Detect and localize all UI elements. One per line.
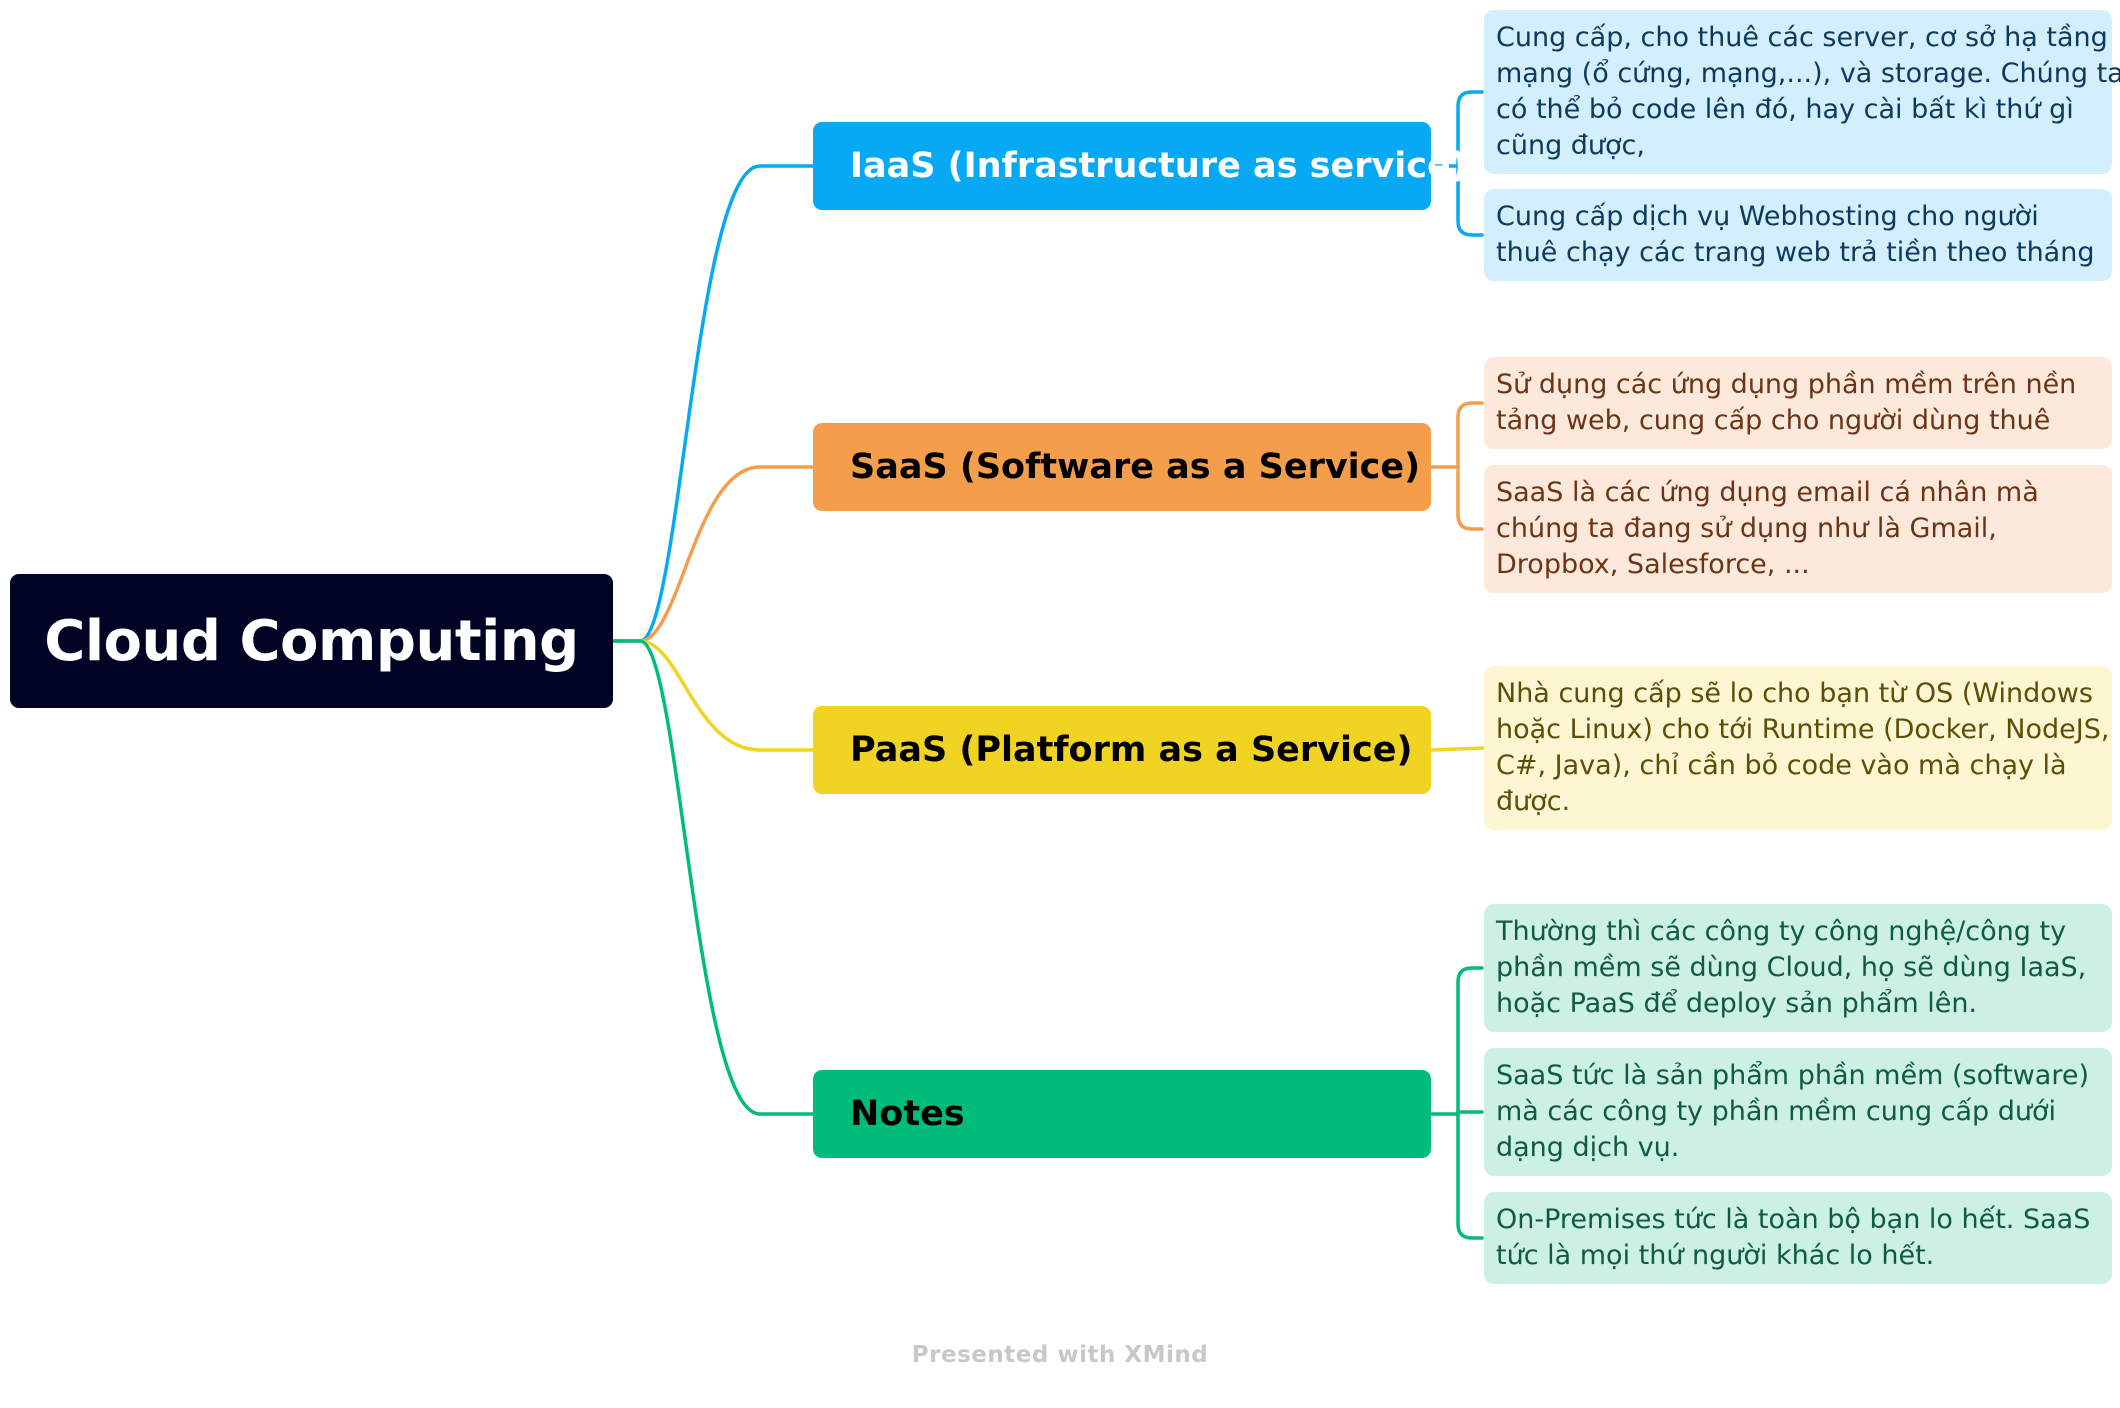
branch-line-iaas bbox=[611, 164, 815, 643]
subtopic-saas-2[interactable]: SaaS là các ứng dụng email cá nhân mà chú… bbox=[1484, 465, 2112, 593]
subtopic-saas-1[interactable]: Sử dụng các ứng dụng phần mềm trên nền tả… bbox=[1484, 357, 2112, 449]
subtopic-text-line: thuê chạy các trang web trả tiền theo th… bbox=[1496, 237, 2095, 268]
subtopic-text-line: C#, Java), chỉ cần bỏ code vào mà chạy l… bbox=[1496, 750, 2067, 781]
subtopic-text-line: phần mềm sẽ dùng Cloud, họ sẽ dùng IaaS, bbox=[1496, 952, 2087, 983]
subtopic-text-line: tảng web, cung cấp cho người dùng thuê bbox=[1496, 405, 2051, 436]
subtopic-text-line: On-Premises tức là toàn bộ bạn lo hết. S… bbox=[1496, 1204, 2091, 1235]
subtopic-text-line: hoặc Linux) cho tới Runtime (Docker, Nod… bbox=[1496, 714, 2110, 745]
subtopic-notes-2[interactable]: SaaS tức là sản phẩm phần mềm (software)… bbox=[1484, 1048, 2112, 1176]
subtopic-iaas-2[interactable]: Cung cấp dịch vụ Webhosting cho người thu… bbox=[1484, 189, 2112, 281]
subtopic-notes-1[interactable]: Thường thì các công ty công nghệ/công ty… bbox=[1484, 904, 2112, 1032]
subtopic-text-line: Sử dụng các ứng dụng phần mềm trên nền bbox=[1496, 369, 2077, 400]
subtopic-text-line: có thể bỏ code lên đó, hay cài bất kì th… bbox=[1496, 94, 2074, 125]
sub-line-paas bbox=[1429, 746, 1486, 752]
subtopic-text-line: SaaS tức là sản phẩm phần mềm (software) bbox=[1496, 1060, 2089, 1091]
subtopic-text-line: Cung cấp dịch vụ Webhosting cho người bbox=[1496, 201, 2039, 232]
root-topic-label: Cloud Computing bbox=[44, 608, 579, 674]
subtopic-text-line: mạng (ổ cứng, mạng,...), và storage. Chú… bbox=[1496, 58, 2120, 89]
subtopic-text-line: hoặc PaaS để deploy sản phẩm lên. bbox=[1496, 988, 1978, 1019]
topic-label: SaaS (Software as a Service) bbox=[850, 447, 1421, 487]
subtopic-text-line: Thường thì các công ty công nghệ/công ty bbox=[1496, 916, 2067, 947]
subtopic-text-line: SaaS là các ứng dụng email cá nhân mà bbox=[1496, 477, 2039, 508]
subtopic-paas-1[interactable]: Nhà cung cấp sẽ lo cho bạn từ OS (Window… bbox=[1484, 666, 2112, 830]
subtopic-text-line: Nhà cung cấp sẽ lo cho bạn từ OS (Window… bbox=[1496, 678, 2093, 709]
topic-label: IaaS (Infrastructure as service) bbox=[850, 146, 1467, 186]
subtopic-notes-3[interactable]: On-Premises tức là toàn bộ bạn lo hết. S… bbox=[1484, 1192, 2112, 1284]
branch-line-saas bbox=[611, 465, 815, 643]
sub-bracket-saas bbox=[1456, 401, 1484, 531]
branch-line-paas bbox=[611, 639, 815, 752]
subtopic-text-line: dạng dịch vụ. bbox=[1496, 1132, 1680, 1163]
subtopic-iaas-1[interactable]: Cung cấp, cho thuê các server, cơ sở hạ … bbox=[1484, 10, 2120, 174]
root-topic[interactable]: Cloud Computing bbox=[10, 574, 613, 708]
subtopic-text-line: chúng ta đang sử dụng như là Gmail, bbox=[1496, 513, 1997, 544]
subtopic-text-line: tức là mọi thứ người khác lo hết. bbox=[1496, 1240, 1935, 1271]
subtopic-text-line: được. bbox=[1496, 786, 1571, 817]
subtopic-text-line: Cung cấp, cho thuê các server, cơ sở hạ … bbox=[1496, 22, 2108, 53]
topic-label: PaaS (Platform as a Service) bbox=[850, 730, 1413, 770]
topic-saas[interactable]: SaaS (Software as a Service) bbox=[813, 423, 1431, 511]
subtopic-text-line: Dropbox, Salesforce, ... bbox=[1496, 549, 1810, 580]
footer-watermark: Presented with XMind bbox=[911, 1342, 1209, 1368]
sub-bracket-notes bbox=[1456, 966, 1484, 1240]
topic-notes[interactable]: Notes bbox=[813, 1070, 1431, 1158]
subtopic-text-line: mà các công ty phần mềm cung cấp dưới bbox=[1496, 1096, 2057, 1127]
subtopic-text-line: cũng được, bbox=[1496, 130, 1645, 161]
topic-paas[interactable]: PaaS (Platform as a Service) bbox=[813, 706, 1431, 794]
topic-iaas[interactable]: IaaS (Infrastructure as service) bbox=[813, 122, 1467, 210]
branch-line-notes bbox=[611, 639, 815, 1116]
topic-label: Notes bbox=[850, 1094, 965, 1134]
